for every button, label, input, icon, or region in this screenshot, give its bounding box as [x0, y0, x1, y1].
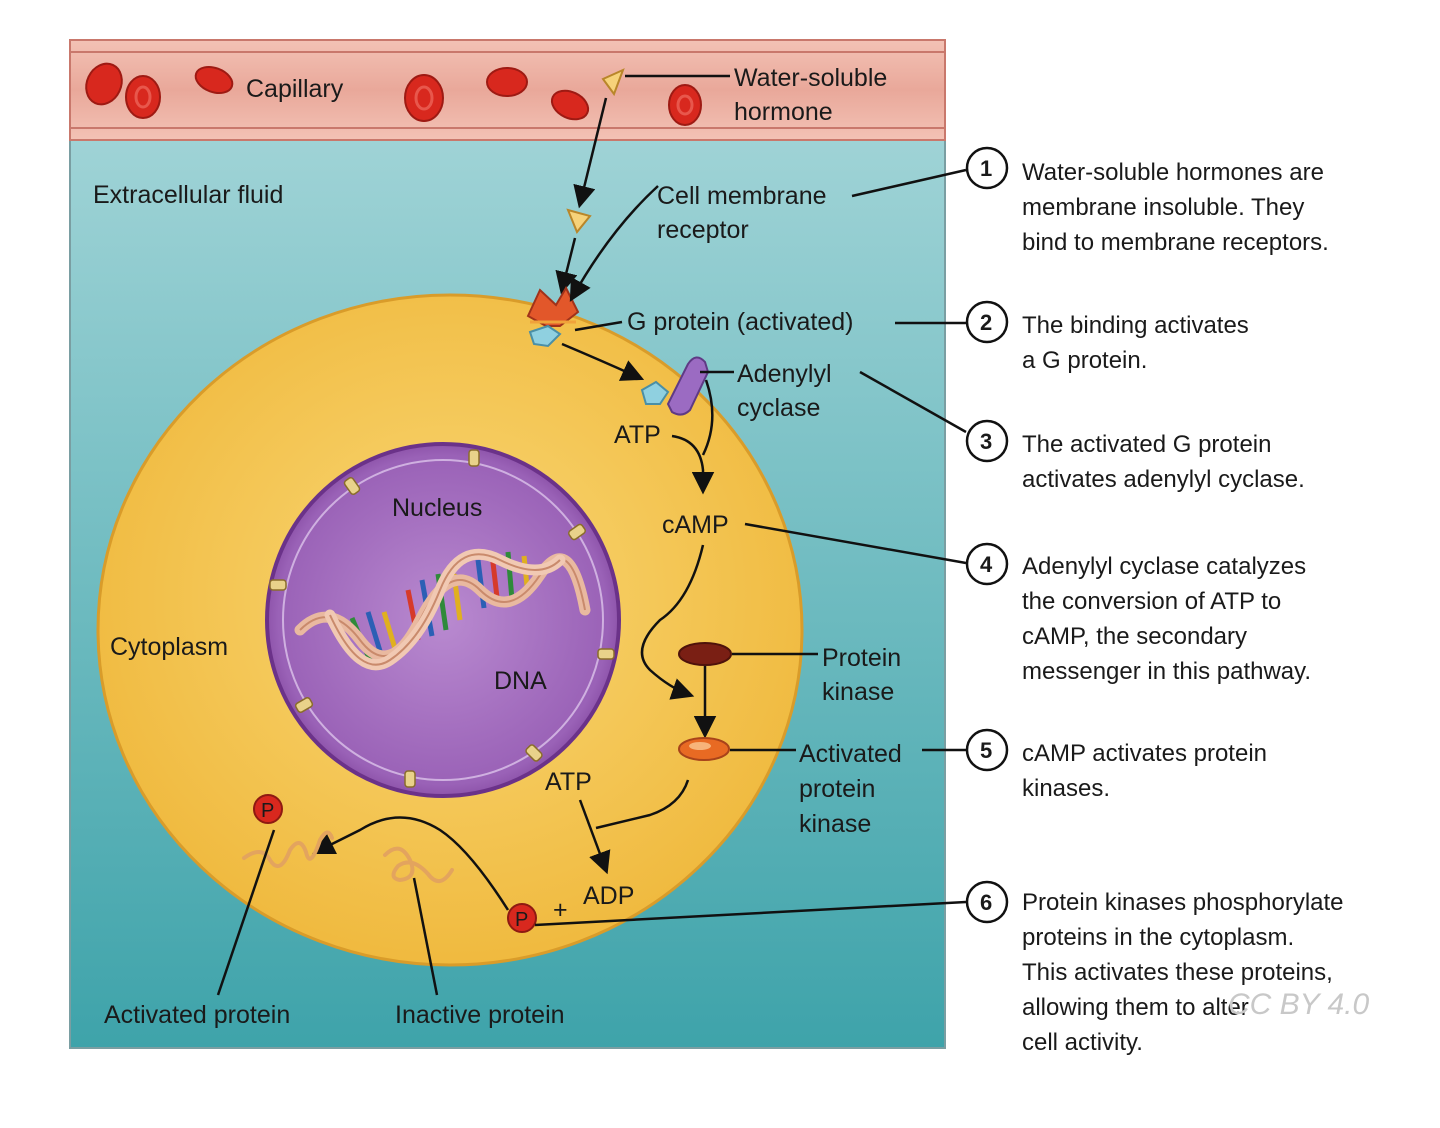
step-5-marker — [965, 728, 1009, 772]
step-6: 6 Protein kinases phosphorylate proteins… — [965, 880, 1344, 1056]
hormone-icon — [566, 68, 625, 234]
hormone-label-1: Water-soluble — [734, 64, 887, 92]
plus-sign: + — [553, 896, 568, 924]
step-6-line-4: allowing them to alter — [1022, 994, 1249, 1021]
step-2-number: 2 — [980, 310, 992, 335]
activated-protein-icon — [242, 830, 334, 869]
hormone-label-2: hormone — [734, 98, 833, 126]
step-4-line-2: the conversion of ATP to — [1022, 588, 1281, 615]
adenylyl-label-2: cyclase — [737, 394, 820, 422]
activated-phosphate-icon — [253, 794, 283, 824]
step-2-line-2: a G protein. — [1022, 347, 1147, 374]
step-4-line-3: cAMP, the secondary — [1022, 623, 1247, 650]
step-4-line-1: Adenylyl cyclase catalyzes — [1022, 553, 1306, 580]
g-protein-icon — [528, 324, 670, 405]
receptor-label-1: Cell membrane — [657, 182, 827, 210]
step-2-marker — [965, 300, 1009, 344]
extracellular-label: Extracellular fluid — [93, 181, 283, 209]
step-6-line-2: proteins in the cytoplasm. — [1022, 924, 1294, 951]
step-1: 1 Water-soluble hormones are membrane in… — [965, 146, 1329, 256]
cytoplasm-label: Cytoplasm — [110, 633, 228, 661]
activated-phosphate-letter: P — [261, 800, 274, 822]
activated-pk-label-3: kinase — [799, 810, 871, 838]
step-2-line-1: The binding activates — [1022, 312, 1249, 339]
dna-label: DNA — [494, 667, 547, 695]
activated-pk-label-1: Activated — [799, 740, 902, 768]
step-1-marker — [965, 146, 1009, 190]
adenylyl-label-1: Adenylyl — [737, 360, 832, 388]
step-5-number: 5 — [980, 738, 992, 763]
nucleus-label: Nucleus — [392, 494, 482, 522]
step-1-number: 1 — [980, 156, 992, 181]
atp-top-label: ATP — [614, 421, 661, 449]
step-3-line-2: activates adenylyl cyclase. — [1022, 466, 1305, 493]
step-4: 4 Adenylyl cyclase catalyzes the convers… — [965, 542, 1311, 685]
step-5-line-1: cAMP activates protein — [1022, 740, 1267, 767]
step-1-line-1: Water-soluble hormones are — [1022, 159, 1324, 186]
license-watermark: CC BY 4.0 — [1228, 988, 1369, 1021]
step-1-line-2: membrane insoluble. They — [1022, 194, 1304, 221]
capillary-label: Capillary — [246, 75, 344, 103]
inactive-protein-icon — [383, 846, 454, 883]
nuclear-pore-icons — [269, 449, 615, 788]
step-3-marker — [965, 419, 1009, 463]
activated-protein-label: Activated protein — [104, 1001, 290, 1029]
phosphate-letter: P — [515, 909, 528, 931]
atp-bottom-label: ATP — [545, 768, 592, 796]
step-leader-lines — [534, 168, 967, 927]
activated-pk-label-2: protein — [799, 775, 875, 803]
step-6-number: 6 — [980, 890, 992, 915]
step-6-line-3: This activates these proteins, — [1022, 959, 1333, 986]
step-3: 3 The activated G protein activates aden… — [965, 419, 1305, 493]
step-1-line-3: bind to membrane receptors. — [1022, 229, 1329, 256]
g-protein-label: G protein (activated) — [627, 308, 854, 336]
step-4-marker — [965, 542, 1009, 586]
step-3-line-1: The activated G protein — [1022, 431, 1271, 458]
inactive-protein-label: Inactive protein — [395, 1001, 565, 1029]
step-6-marker — [965, 880, 1009, 924]
protein-kinase-icon — [678, 642, 732, 666]
step-5: 5 cAMP activates protein kinases. — [965, 728, 1267, 802]
step-6-line-1: Protein kinases phosphorylate — [1022, 889, 1344, 916]
protein-kinase-label-2: kinase — [822, 678, 894, 706]
step-5-line-2: kinases. — [1022, 775, 1110, 802]
phosphate-icon — [507, 903, 537, 933]
step-2: 2 The binding activates a G protein. — [965, 300, 1249, 374]
adp-label: ADP — [583, 882, 634, 910]
step-6-line-5: cell activity. — [1022, 1029, 1143, 1056]
protein-kinase-label-1: Protein — [822, 644, 901, 672]
step-4-line-4: messenger in this pathway. — [1022, 658, 1311, 685]
step-3-number: 3 — [980, 429, 992, 454]
step-4-number: 4 — [980, 552, 993, 577]
camp-label: cAMP — [662, 511, 729, 539]
red-blood-cells — [85, 62, 702, 126]
receptor-label-2: receptor — [657, 216, 749, 244]
dna-icon — [294, 548, 591, 671]
